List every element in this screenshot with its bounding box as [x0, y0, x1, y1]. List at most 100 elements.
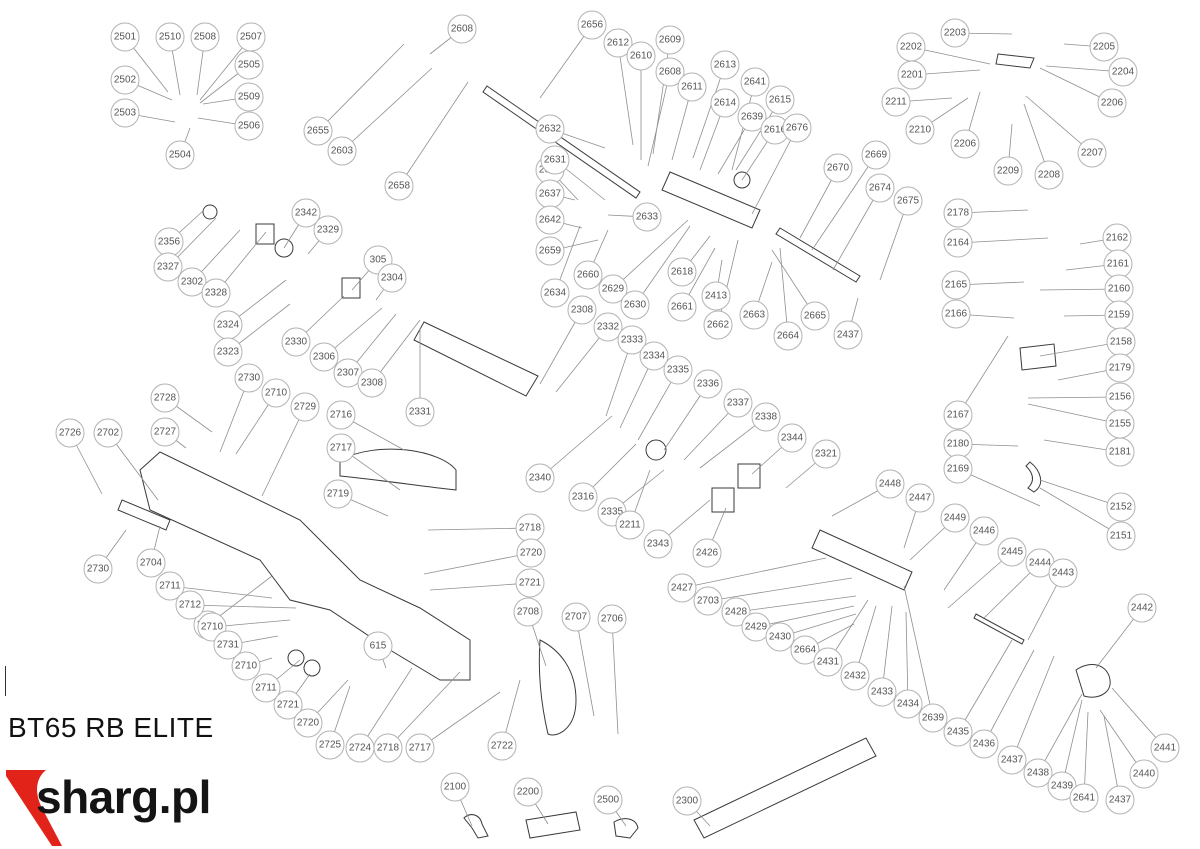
part-callout[interactable]: 2642 [535, 205, 565, 235]
part-callout[interactable]: 2181 [1105, 437, 1135, 467]
part-callout[interactable]: 2716 [326, 400, 356, 430]
part-callout[interactable]: 2167 [943, 400, 973, 430]
part-callout[interactable]: 2208 [1034, 160, 1064, 190]
part-callout[interactable]: 2330 [281, 327, 311, 357]
part-callout[interactable]: 2306 [309, 342, 339, 372]
part-callout[interactable]: 2331 [405, 397, 435, 427]
part-callout[interactable]: 2641 [740, 67, 770, 97]
part-callout[interactable]: 2710 [261, 378, 291, 408]
part-callout[interactable]: 2704 [136, 548, 166, 578]
part-callout[interactable]: 2731 [213, 630, 243, 660]
part-callout[interactable]: 2710 [231, 651, 261, 681]
part-callout[interactable]: 2664 [773, 321, 803, 351]
part-callout[interactable]: 2437 [997, 745, 1027, 775]
part-callout[interactable]: 2616 [760, 115, 790, 145]
part-callout[interactable]: 2717 [326, 433, 356, 463]
part-callout[interactable]: 2336 [693, 369, 723, 399]
part-callout[interactable]: 2442 [1127, 593, 1157, 623]
part-callout[interactable]: 2632 [535, 114, 565, 144]
part-callout[interactable]: 2509 [234, 82, 264, 112]
part-callout[interactable]: 2633 [632, 202, 662, 232]
part-callout[interactable]: 2720 [516, 538, 546, 568]
part-callout[interactable]: 2164 [943, 228, 973, 258]
part-callout[interactable]: 2615 [765, 85, 795, 115]
part-callout[interactable]: 2502 [110, 65, 140, 95]
part-callout[interactable]: 2211 [881, 87, 911, 117]
part-callout[interactable]: 2630 [620, 290, 650, 320]
part-callout[interactable]: 2629 [598, 274, 628, 304]
part-callout[interactable]: 2728 [150, 383, 180, 413]
part-callout[interactable]: 2435 [943, 717, 973, 747]
part-callout[interactable]: 2335 [663, 355, 693, 385]
part-callout[interactable]: 2501 [110, 22, 140, 52]
part-callout[interactable]: 2729 [290, 392, 320, 422]
part-callout[interactable]: 2180 [943, 429, 973, 459]
part-callout[interactable]: 2708 [513, 597, 543, 627]
part-callout[interactable]: 2637 [535, 179, 565, 209]
part-callout[interactable]: 2436 [969, 729, 999, 759]
part-callout[interactable]: 2307 [333, 358, 363, 388]
part-callout[interactable]: 2204 [1108, 57, 1138, 87]
brand-logo[interactable]: sharg.pl [6, 768, 246, 848]
part-callout[interactable]: 2210 [905, 115, 935, 145]
part-callout[interactable]: 2338 [751, 402, 781, 432]
part-callout[interactable]: 2712 [175, 590, 205, 620]
part-callout[interactable]: 2342 [291, 198, 321, 228]
part-callout[interactable]: 2316 [568, 482, 598, 512]
part-callout[interactable]: 2641 [1069, 783, 1099, 813]
part-callout[interactable]: 2440 [1129, 759, 1159, 789]
part-callout[interactable]: 2337 [723, 388, 753, 418]
part-callout[interactable]: 2302 [177, 267, 207, 297]
part-callout[interactable]: 2432 [840, 661, 870, 691]
part-callout[interactable]: 2608 [447, 14, 477, 44]
part-callout[interactable]: 2613 [710, 50, 740, 80]
part-callout[interactable]: 2660 [573, 260, 603, 290]
part-callout[interactable]: 2151 [1106, 521, 1136, 551]
part-callout[interactable]: 2730 [234, 363, 264, 393]
part-callout[interactable]: 2100 [440, 772, 470, 802]
part-callout[interactable]: 2445 [997, 537, 1027, 567]
part-callout[interactable]: 2160 [1104, 274, 1134, 304]
part-callout[interactable]: 2203 [940, 18, 970, 48]
part-callout[interactable]: 2609 [655, 25, 685, 55]
part-callout[interactable]: 2441 [1150, 733, 1180, 763]
part-callout[interactable]: 2614 [710, 88, 740, 118]
part-callout[interactable]: 2721 [273, 690, 303, 720]
part-callout[interactable]: 2510 [155, 22, 185, 52]
part-callout[interactable]: 2202 [896, 32, 926, 62]
part-callout[interactable]: 2334 [639, 341, 669, 371]
part-callout[interactable]: 2211 [615, 510, 645, 540]
part-callout[interactable]: 2639 [737, 102, 767, 132]
part-callout[interactable]: 2300 [672, 786, 702, 816]
part-callout[interactable]: 2169 [943, 454, 973, 484]
part-callout[interactable]: 2665 [800, 301, 830, 331]
part-callout[interactable]: 2721 [515, 568, 545, 598]
part-callout[interactable]: 2664 [790, 635, 820, 665]
part-callout[interactable]: 2618 [667, 257, 697, 287]
part-callout[interactable]: 2304 [377, 263, 407, 293]
part-callout[interactable]: 2321 [811, 439, 841, 469]
part-callout[interactable]: 2711 [251, 673, 281, 703]
part-callout[interactable]: 2506 [234, 111, 264, 141]
part-callout[interactable]: 2165 [941, 270, 971, 300]
part-callout[interactable]: 2659 [535, 236, 565, 266]
part-callout[interactable]: 2718 [373, 733, 403, 763]
part-callout[interactable]: 2603 [327, 136, 357, 166]
part-callout[interactable]: 2155 [1105, 409, 1135, 439]
part-callout[interactable]: 2430 [765, 622, 795, 652]
part-callout[interactable]: 2663 [739, 300, 769, 330]
part-callout[interactable]: 2179 [1105, 353, 1135, 383]
part-callout[interactable]: 2328 [201, 278, 231, 308]
part-callout[interactable]: 2730 [83, 554, 113, 584]
part-callout[interactable]: 2639 [918, 703, 948, 733]
part-callout[interactable]: 2206 [1097, 88, 1127, 118]
part-callout[interactable]: 2201 [897, 60, 927, 90]
part-callout[interactable]: 2206 [950, 129, 980, 159]
part-callout[interactable]: 2162 [1102, 223, 1132, 253]
part-callout[interactable]: 2308 [567, 295, 597, 325]
part-callout[interactable]: 2340 [525, 463, 555, 493]
part-callout[interactable]: 2505 [234, 50, 264, 80]
part-callout[interactable]: 2507 [236, 22, 266, 52]
part-callout[interactable]: 2727 [150, 417, 180, 447]
part-callout[interactable]: 2323 [213, 337, 243, 367]
